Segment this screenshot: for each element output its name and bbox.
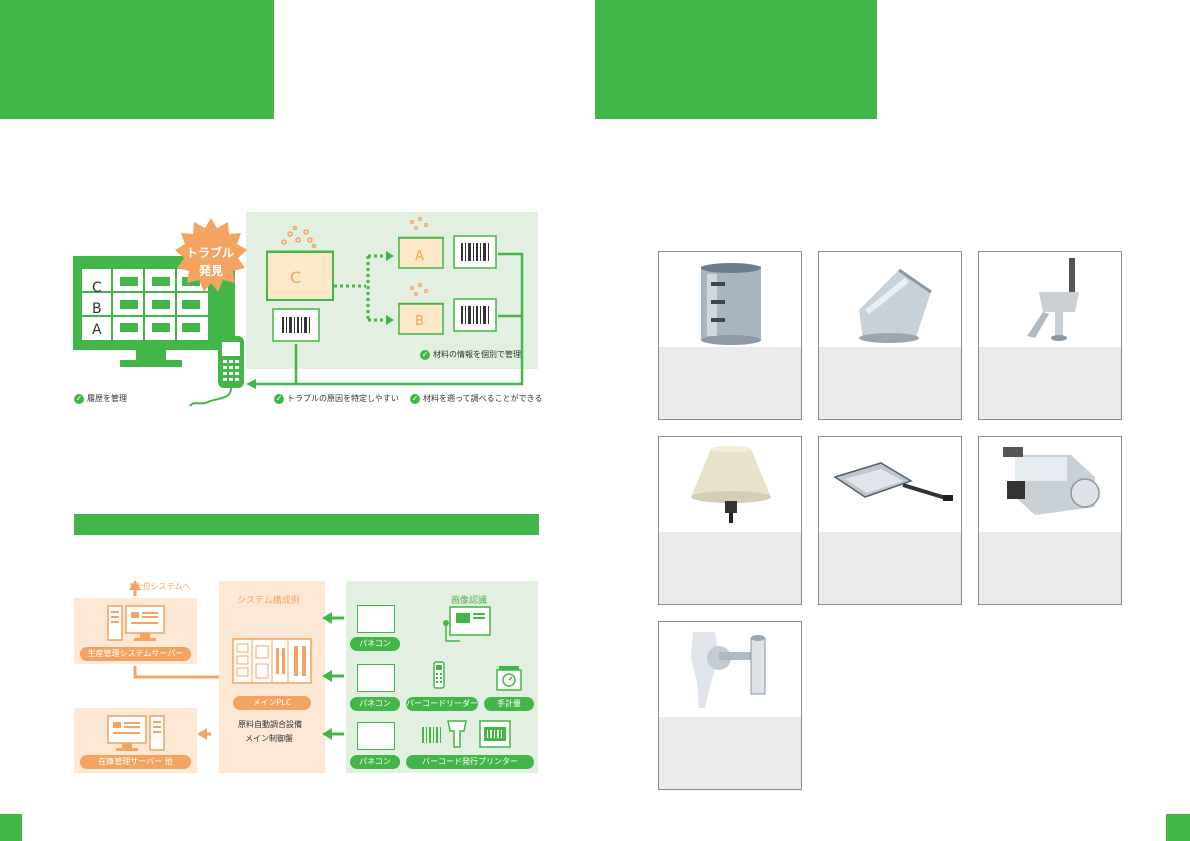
barcode-a-icon <box>453 235 497 269</box>
split-arrows <box>334 251 394 325</box>
page-marker-left <box>0 814 22 841</box>
product-image-elbow-pipe <box>859 268 932 343</box>
panel-pc-icon-2 <box>357 664 395 692</box>
product-caption-area-7 <box>659 717 801 789</box>
barcode-reader-icon <box>433 661 445 689</box>
server-computer-icon <box>107 605 165 641</box>
scale-icon <box>496 666 522 691</box>
batch-a-container-icon <box>398 216 444 269</box>
panel-pc-icon-1 <box>357 605 395 633</box>
barcode-printer-label: バーコード発行プリンター <box>406 755 534 769</box>
product-image-cone-hopper <box>691 446 771 523</box>
orange-connectors <box>129 580 219 740</box>
panel-pc-label-3: パネコン <box>350 755 400 769</box>
product-card-4 <box>658 436 802 605</box>
check-icon: ✓ <box>420 349 430 360</box>
barcode-printer-icon <box>422 720 511 748</box>
equipment-line1: 原料自動調合設備 <box>238 720 302 729</box>
note-trace: ✓材料を遡って調べることができる <box>410 393 543 404</box>
panel-pc-label-2: パネコン <box>350 697 400 711</box>
batch-b-container-icon <box>398 282 444 335</box>
product-caption-area-4 <box>659 532 801 604</box>
note-manage-individually: ✓材料の情報を個別で管理 <box>420 349 521 360</box>
row-label-a: A <box>92 322 102 338</box>
product-card-7 <box>658 621 802 790</box>
panel-pc-icon-3 <box>357 722 395 750</box>
panel-pc-label-1: パネコン <box>350 637 400 651</box>
camera-recognition-icon <box>443 606 491 642</box>
return-flow-lines <box>246 252 524 389</box>
batch-a-label: A <box>415 249 424 264</box>
green-input-arrows <box>322 612 344 740</box>
image-recognition-title: 画像認識 <box>451 596 488 606</box>
product-image-rotary-valve <box>1003 447 1100 515</box>
product-card-2 <box>818 251 962 420</box>
product-image-cyclone-separator <box>691 632 766 708</box>
product-image-band-clamp <box>701 263 761 345</box>
barcode-b-icon <box>453 298 497 332</box>
scale-label: 手計量 <box>484 697 534 711</box>
product-card-6 <box>978 436 1122 605</box>
header-block-right <box>595 0 877 119</box>
trouble-badge-line2: 発見 <box>199 264 224 278</box>
barcode-reader-label: バーコードリーダー <box>406 697 478 711</box>
handheld-scanner-icon <box>189 330 244 407</box>
check-icon: ✓ <box>274 393 284 404</box>
section-heading-bar <box>74 514 539 535</box>
check-icon: ✓ <box>410 393 420 404</box>
product-caption-area-5 <box>819 532 961 604</box>
inventory-server-label: 在庫管理サーバー 他 <box>80 755 191 769</box>
system-example-title: システム構成例 <box>237 596 300 606</box>
batch-b-label: B <box>415 314 424 329</box>
production-server-label: 生産管理システムサーバー <box>80 647 191 661</box>
note-history: ✓履歴を管理 <box>74 393 127 404</box>
page-marker-right <box>1166 814 1190 841</box>
product-caption-area-3 <box>979 347 1121 419</box>
header-block-left <box>0 0 274 119</box>
product-caption-area-2 <box>819 347 961 419</box>
product-caption-area-6 <box>979 532 1121 604</box>
equipment-line2: メイン制御盤 <box>245 734 293 743</box>
batch-c-container-icon <box>266 225 334 301</box>
trouble-burst-icon <box>175 218 247 292</box>
product-card-1 <box>658 251 802 420</box>
trouble-badge-line1: トラブル <box>186 246 235 260</box>
product-card-3 <box>978 251 1122 420</box>
main-plc-label: メインPLC <box>233 696 311 710</box>
server-computer-icon-2 <box>107 715 165 751</box>
batch-c-label: C <box>290 268 302 287</box>
product-card-5 <box>818 436 962 605</box>
note-cause: ✓トラブルの原因を特定しやすい <box>274 393 399 404</box>
product-image-slide-gate <box>833 462 953 501</box>
check-icon: ✓ <box>74 393 84 404</box>
product-caption-area-1 <box>659 347 801 419</box>
row-label-b: B <box>92 301 102 317</box>
row-label-c: C <box>92 280 102 296</box>
barcode-c-icon <box>272 308 320 342</box>
control-panel-icon <box>232 638 312 684</box>
product-image-diverter-valve <box>1027 258 1079 341</box>
